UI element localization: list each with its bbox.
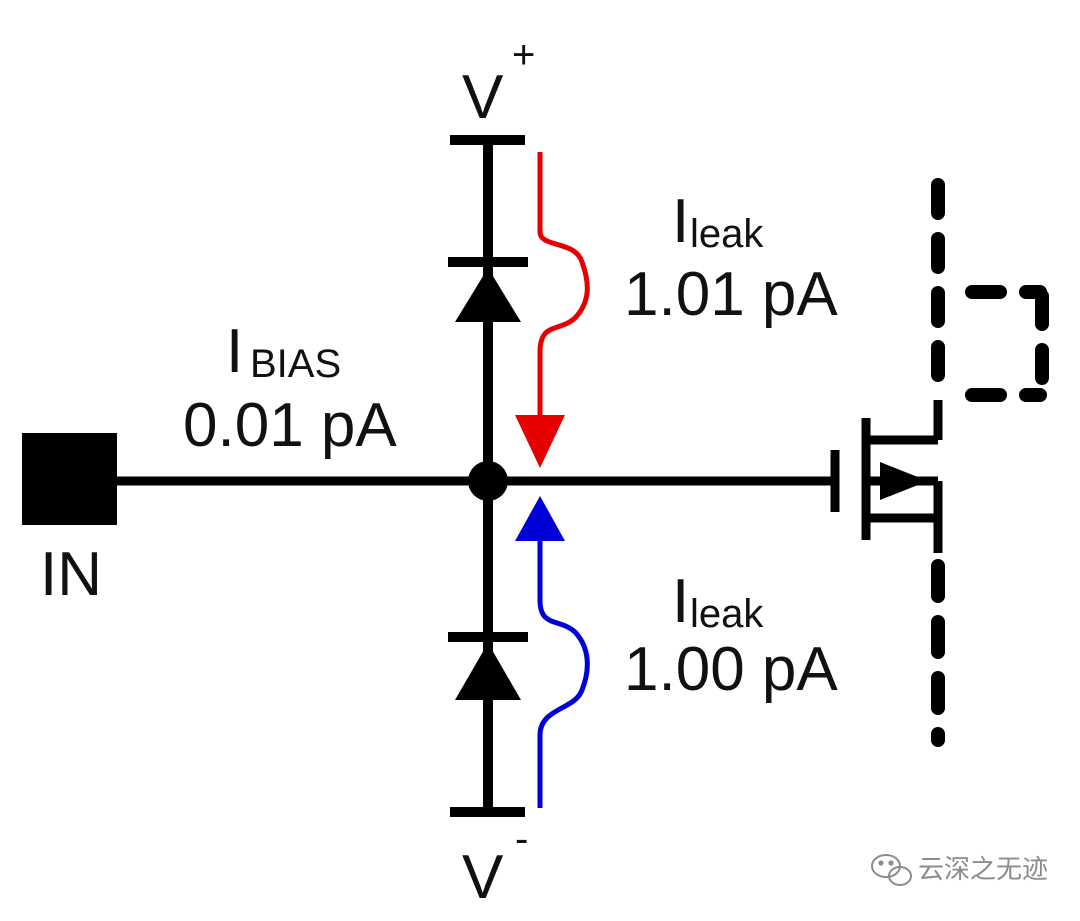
lower-leak-symbol: I [672,567,689,636]
input-pin-label: IN [40,540,102,609]
bias-current-subscript: BIAS [250,342,341,386]
v-plus-label: V [462,63,504,132]
dashed-connections [931,178,1049,747]
bias-current-symbol: I [226,317,243,386]
upper-leak-subscript: leak [690,212,764,256]
wechat-logo-icon [871,854,912,886]
v-plus-superscript: + [512,33,535,77]
v-minus-label: V [462,843,504,912]
mosfet-icon [830,400,943,553]
lower-leak-arrow [515,496,590,808]
input-pad [22,433,117,525]
upper-diode-icon [448,257,528,322]
lower-leak-subscript: leak [690,592,764,636]
upper-leak-symbol: I [672,187,689,256]
lower-diode-icon [448,632,528,700]
upper-leak-arrow [515,152,590,468]
junction-node [468,461,508,501]
lower-leak-value: 1.00 pA [624,635,838,704]
v-minus-superscript: - [515,817,528,861]
bias-current-value: 0.01 pA [183,391,397,460]
upper-leak-value: 1.01 pA [624,260,838,329]
watermark-text: 云深之无迹 [918,854,1048,884]
